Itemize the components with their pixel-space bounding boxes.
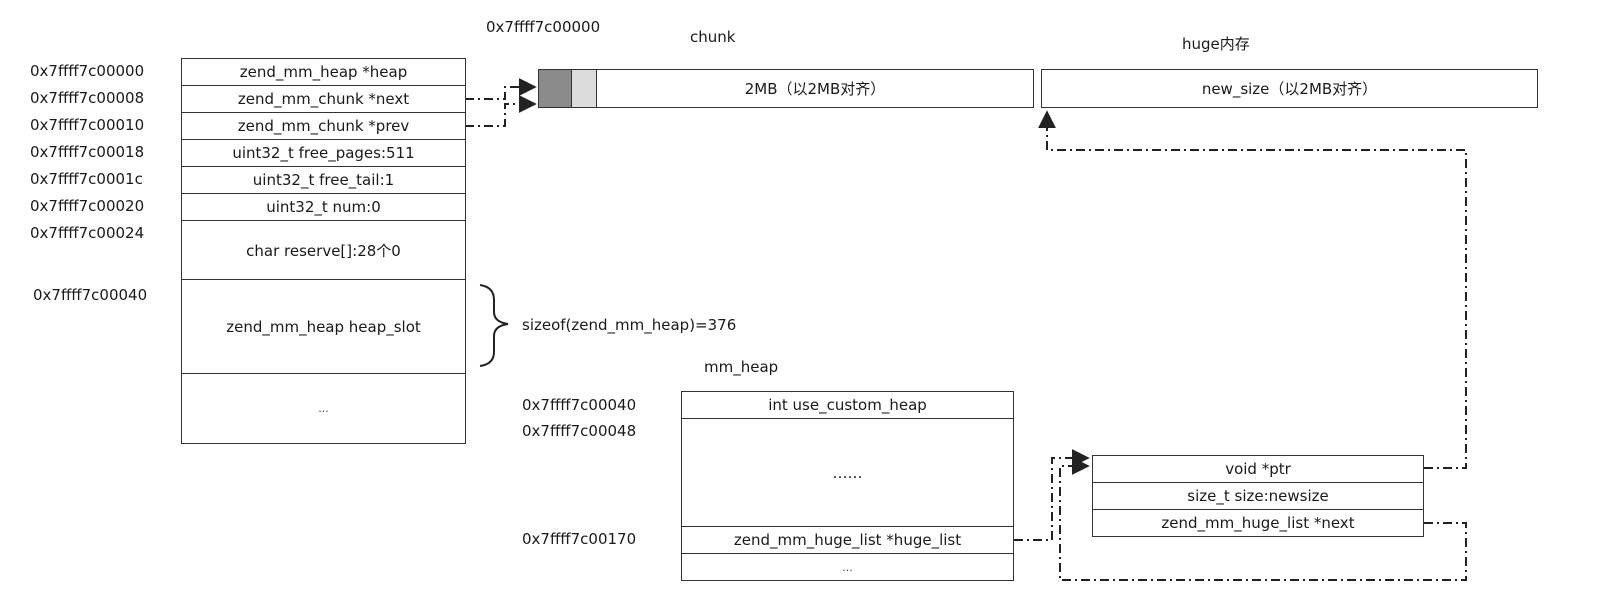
chunk-field-label: uint32_t free_pages:511 (232, 144, 415, 162)
chunk-field: uint32_t free_tail:1 (181, 166, 466, 194)
mm-heap-address: 0x7ffff7c00048 (522, 422, 637, 440)
chunk-top-address: 0x7ffff7c00000 (486, 18, 601, 36)
chunk-field: char reserve[]:28个0 (181, 220, 466, 280)
chunk-field-address: 0x7ffff7c00010 (30, 116, 145, 134)
chunk-field-label: zend_mm_heap heap_slot (226, 317, 421, 336)
chunk-field-address: 0x7ffff7c00008 (30, 89, 145, 107)
chunk-title: chunk (690, 28, 736, 46)
chunk-field: zend_mm_heap *heap (181, 58, 466, 86)
huge-node-field: size_t size:newsize (1092, 482, 1424, 510)
chunk-field-address: 0x7ffff7c00040 (33, 286, 148, 304)
chunk-field-ellipsis: ... (181, 373, 466, 444)
chunk-field-address: 0x7ffff7c00018 (30, 143, 145, 161)
heap-size-label: sizeof(zend_mm_heap)=376 (522, 316, 737, 334)
mm-heap-field-label: zend_mm_huge_list *huge_list (733, 531, 962, 549)
mm-heap-field: int use_custom_heap (681, 391, 1014, 419)
huge-node-field-label: size_t size:newsize (1187, 487, 1329, 505)
chunk-field-label: uint32_t free_tail:1 (252, 171, 395, 189)
prev-pointer-arrow (465, 95, 537, 127)
size-brace (479, 284, 509, 367)
chunk-field: zend_mm_chunk *next (181, 85, 466, 113)
chunk-field-address: 0x7ffff7c00020 (30, 197, 145, 215)
mm-heap-field-label: int use_custom_heap (768, 396, 927, 414)
chunk-block-label: 2MB（以2MB对齐） (744, 80, 886, 98)
mm-heap-field: ... (681, 553, 1014, 581)
chunk-field-address: 0x7ffff7c00000 (30, 62, 145, 80)
huge-node-field: void *ptr (1092, 455, 1424, 483)
huge-memory-title: huge内存 (1182, 35, 1250, 53)
chunk-field-label: zend_mm_chunk *next (237, 90, 410, 108)
mm-heap-field-label: …… (832, 463, 863, 482)
next-pointer-arrow (465, 78, 537, 100)
chunk-page-dark (538, 69, 572, 108)
chunk-field-heap-slot: zend_mm_heap heap_slot (181, 279, 466, 374)
chunk-field-label: zend_mm_heap *heap (239, 63, 408, 81)
chunk-block: 2MB（以2MB对齐） (596, 69, 1034, 108)
chunk-field: uint32_t num:0 (181, 193, 466, 221)
chunk-page-light (571, 69, 597, 108)
ptr-pointer-arrow (1038, 110, 1467, 469)
mm-heap-title: mm_heap (704, 358, 779, 376)
chunk-field-address: 0x7ffff7c0001c (30, 170, 143, 188)
huge-node-field: zend_mm_huge_list *next (1092, 509, 1424, 537)
chunk-field: zend_mm_chunk *prev (181, 112, 466, 140)
huge-memory-block-label: new_size（以2MB对齐） (1201, 80, 1378, 98)
chunk-field-label: uint32_t num:0 (266, 198, 381, 216)
mm-heap-field: zend_mm_huge_list *huge_list (681, 526, 1014, 554)
huge-memory-block: new_size（以2MB对齐） (1041, 69, 1538, 108)
mm-heap-address: 0x7ffff7c00040 (522, 396, 637, 414)
chunk-field-label: zend_mm_chunk *prev (237, 117, 410, 135)
huge-list-pointer-arrow (1014, 449, 1090, 541)
chunk-field-label: ... (318, 402, 329, 415)
chunk-field: uint32_t free_pages:511 (181, 139, 466, 167)
mm-heap-field-label: ... (842, 560, 853, 574)
huge-node-field-label: void *ptr (1225, 460, 1291, 478)
mm-heap-field: …… (681, 418, 1014, 527)
chunk-field-address: 0x7ffff7c00024 (30, 224, 145, 242)
huge-node-field-label: zend_mm_huge_list *next (1161, 514, 1355, 532)
mm-heap-address: 0x7ffff7c00170 (522, 530, 637, 548)
chunk-field-label: char reserve[]:28个0 (246, 241, 401, 260)
